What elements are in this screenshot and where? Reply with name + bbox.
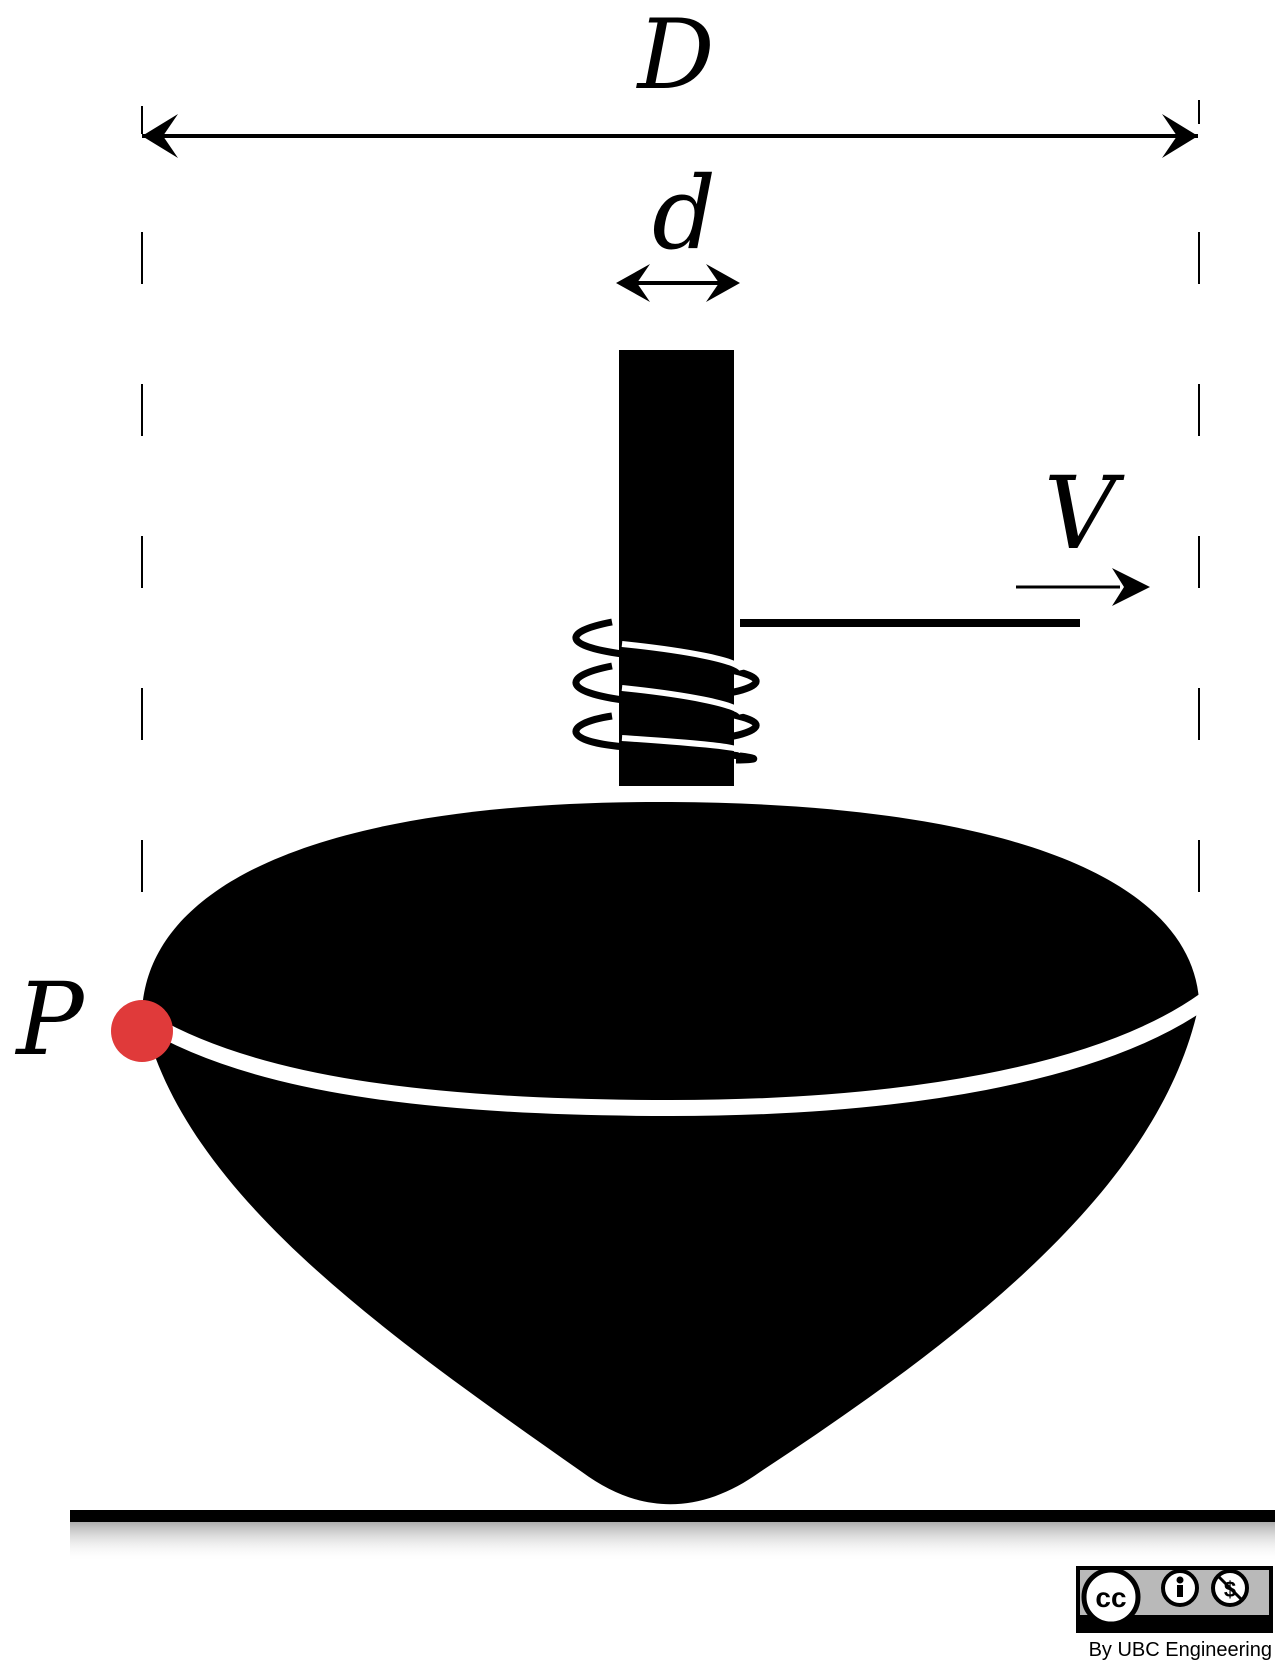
ground-shadow bbox=[70, 1520, 1275, 1562]
cc-by-text: BY bbox=[1170, 1615, 1190, 1631]
cc-license-badge: cc $ BY NC By UBC Engineering bbox=[1076, 1566, 1273, 1660]
noncommercial-icon-strike bbox=[1216, 1574, 1244, 1602]
string-coil-2-gap bbox=[621, 685, 745, 716]
string-coil-3 bbox=[572, 712, 758, 764]
string-coil-1 bbox=[572, 618, 760, 698]
outer-diameter-arrowhead-right bbox=[1162, 114, 1198, 158]
string-coil-2 bbox=[572, 662, 760, 742]
outer-diameter-arrowhead-left bbox=[142, 114, 178, 158]
attribution-icon-head bbox=[1176, 1576, 1184, 1584]
dashed-extension-lines bbox=[141, 232, 1200, 900]
attribution-icon-body bbox=[1177, 1585, 1183, 1597]
ground-line bbox=[70, 1510, 1275, 1522]
string-coil-1-gap bbox=[621, 641, 745, 672]
outer-diameter-label: D bbox=[636, 0, 715, 111]
top-lower-cone bbox=[142, 1004, 1199, 1505]
stem-diameter-arrowhead-left bbox=[616, 264, 650, 302]
cc-badge-strip bbox=[1148, 1615, 1269, 1631]
rim-point-marker bbox=[111, 1000, 173, 1062]
credit-text: By UBC Engineering bbox=[1089, 1639, 1272, 1660]
velocity-arrowhead bbox=[1112, 568, 1150, 606]
top-upper-body bbox=[142, 801, 1199, 1103]
stem-diameter-dimension: d bbox=[616, 155, 740, 302]
top-stem bbox=[619, 350, 734, 786]
stem-diameter-label: d bbox=[652, 155, 716, 272]
cc-icon-text: cc bbox=[1095, 1582, 1126, 1613]
outer-diameter-dimension: D bbox=[141, 0, 1200, 158]
spinning-top bbox=[137, 350, 1210, 1505]
cc-nc-text: NC bbox=[1220, 1615, 1240, 1631]
rim-point-label: P bbox=[14, 961, 85, 1078]
velocity-label: V bbox=[1044, 455, 1125, 572]
ground bbox=[70, 1510, 1275, 1562]
wound-string bbox=[572, 618, 1080, 764]
cc-icon bbox=[1081, 1567, 1141, 1627]
string-coil-3-gap bbox=[621, 735, 745, 755]
stem-diameter-arrowhead-right bbox=[706, 264, 740, 302]
velocity-indicator: V bbox=[1016, 455, 1150, 606]
rim-point: P bbox=[14, 961, 173, 1078]
top-rim-stripe bbox=[137, 993, 1210, 1117]
